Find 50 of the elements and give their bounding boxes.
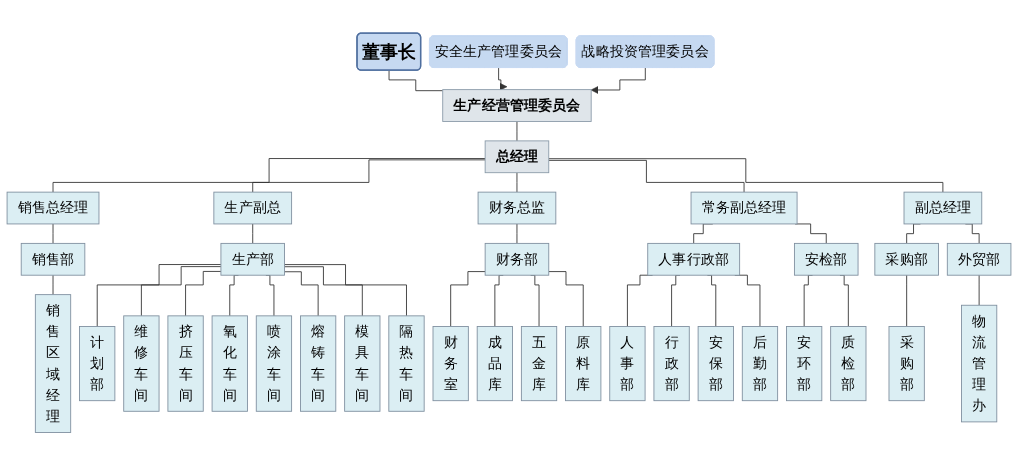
connector <box>284 266 363 317</box>
connector <box>906 275 908 328</box>
node-box: 安环部 <box>786 326 823 402</box>
node-box: 销售区域经理 <box>34 294 72 434</box>
connector <box>252 159 486 193</box>
node-box: 采购部 <box>888 326 925 402</box>
node-box: 安保部 <box>697 326 734 402</box>
node-box: 计划部 <box>79 326 116 402</box>
node-box: 五金库 <box>520 326 558 402</box>
node-box: 氧化车间 <box>211 315 248 412</box>
node-box: 行政部 <box>653 326 690 402</box>
node-box: 模具车间 <box>344 315 381 412</box>
node-box: 外贸部 <box>946 243 1012 276</box>
node-box: 隔热车间 <box>388 315 425 412</box>
node-box: 熔铸车间 <box>300 315 337 412</box>
node-box: 财务室 <box>432 326 469 402</box>
node-box: 采购部 <box>874 243 939 276</box>
connector <box>548 160 745 193</box>
connector <box>548 271 584 328</box>
connector <box>450 271 486 328</box>
node-box: 安检部 <box>794 243 859 276</box>
node-box: 维修车间 <box>123 315 160 412</box>
node-box: 生产经营管理委员会 <box>442 89 592 123</box>
node-box: 财务部 <box>484 243 550 276</box>
node-box: 生产部 <box>220 243 285 276</box>
node-box: 原料库 <box>565 326 602 402</box>
node-box: 总经理 <box>484 140 550 174</box>
node-box: 人事部 <box>609 326 646 402</box>
node-box: 喷涂车间 <box>255 315 293 412</box>
connector <box>284 271 319 317</box>
node-box: 销售部 <box>20 243 86 276</box>
node-box: 成品库 <box>476 326 513 402</box>
connector <box>284 264 407 317</box>
connector <box>388 70 444 92</box>
node-box: 质检部 <box>830 326 867 402</box>
connector <box>252 223 254 245</box>
node-box: 挤压车间 <box>167 315 204 412</box>
node-box: 人事行政部 <box>647 243 741 276</box>
connector <box>185 271 222 317</box>
connector <box>140 266 222 317</box>
node-box: 常务副总经理 <box>690 191 798 225</box>
node-box: 后勤部 <box>741 326 779 402</box>
connector <box>96 264 222 328</box>
connector <box>548 158 944 193</box>
connector <box>52 158 486 193</box>
node-box: 副总经理 <box>903 191 983 225</box>
node-box: 物流管理办 <box>961 305 998 423</box>
node-box: 财务总监 <box>477 191 557 225</box>
node-box: 销售总经理 <box>6 191 100 225</box>
node-box: 生产副总 <box>213 191 293 225</box>
